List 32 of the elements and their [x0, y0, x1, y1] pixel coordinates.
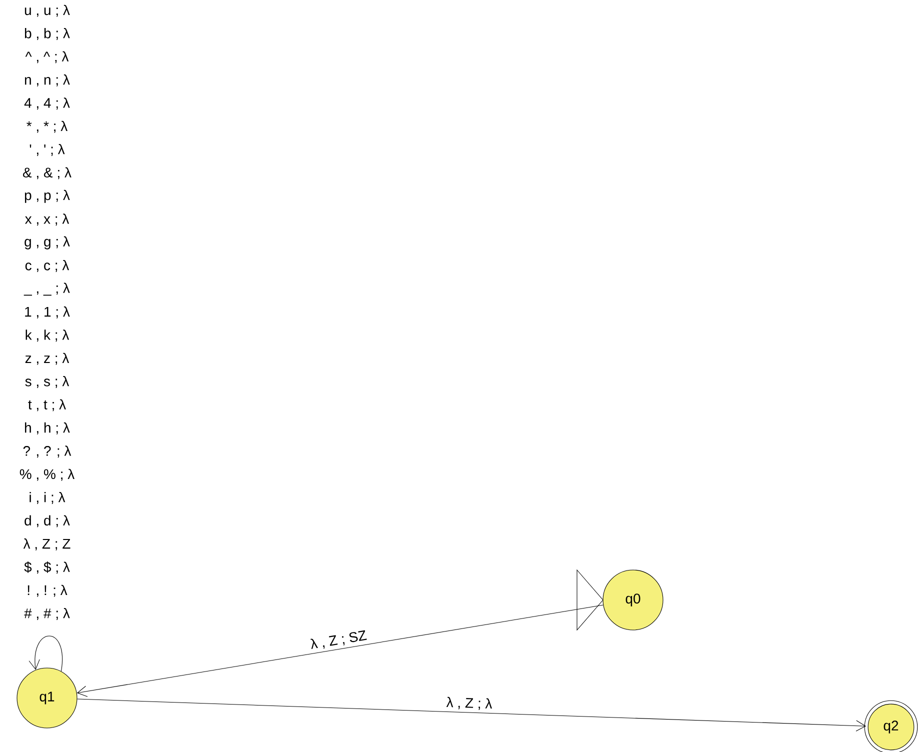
transition-label: u , u ; λ	[24, 4, 70, 17]
transition-arrow	[76, 698, 866, 732]
transition-label: ' , ' ; λ	[30, 144, 65, 156]
transition-arrow	[76, 604, 604, 697]
transition-label: h , h ; λ	[25, 422, 70, 434]
transition-label: 1 , 1 ; λ	[25, 306, 70, 318]
transition-label: k , k ; λ	[26, 330, 70, 342]
loop-arrow	[28, 636, 63, 672]
transition-label: p , p ; λ	[24, 190, 70, 203]
transition-label: 4 , 4 ; λ	[24, 98, 70, 110]
transition-label: _ , _ ; λ	[24, 282, 70, 296]
edge-label: λ , Z ; λ	[446, 696, 492, 710]
transition-label: z , z ; λ	[25, 352, 70, 365]
transition-label: ? , ? ; λ	[23, 446, 72, 458]
transition-label: ^ , ^ ; λ	[25, 51, 69, 64]
transition-label: t , t ; λ	[28, 399, 66, 412]
transition-label: s , s ; λ	[25, 376, 70, 388]
transition-label: λ , Z ; Z	[23, 538, 70, 550]
transition-label: b , b ; λ	[24, 28, 70, 40]
transition-label: x , x ; λ	[25, 214, 70, 226]
edge-label: # , # ; λ	[22, 606, 72, 622]
transition-label: g , g ; λ	[24, 236, 70, 250]
transition-label: i , i ; λ	[30, 492, 66, 504]
transition-label: % , % ; λ	[20, 468, 74, 481]
transition-label: & , & ; λ	[23, 167, 72, 180]
transition-label: $ , $ ; λ	[24, 562, 70, 574]
transition-label: n , n ; λ	[24, 74, 70, 86]
transition-label: * , * ; λ	[26, 120, 68, 133]
transition-label: c , c ; λ	[25, 260, 70, 272]
transition-label: ! , ! ; λ	[28, 584, 68, 597]
transition-label: d , d ; λ	[24, 515, 70, 528]
edge-label: λ , Z ; SZ	[310, 630, 367, 649]
